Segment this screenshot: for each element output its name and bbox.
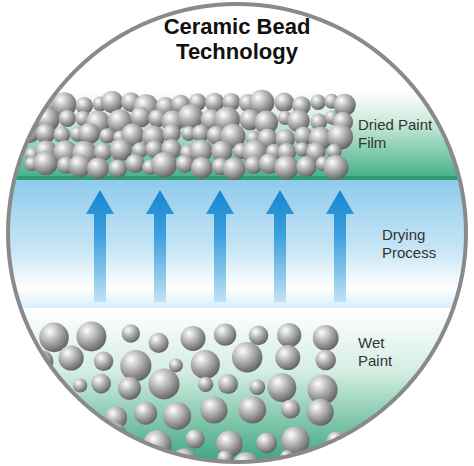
drying-band: Drying Process [0, 180, 474, 308]
drying-arrow [266, 190, 294, 302]
drying-arrow [86, 190, 114, 302]
ceramic-bead [176, 155, 194, 173]
ceramic-bead [327, 452, 341, 466]
ceramic-bead [218, 374, 238, 394]
ceramic-bead [268, 373, 297, 402]
drying-arrow [326, 190, 354, 302]
ceramic-bead [120, 350, 151, 381]
ceramic-bead [149, 333, 169, 353]
ceramic-bead [79, 123, 100, 144]
ceramic-bead [109, 159, 128, 178]
ceramic-bead [181, 326, 206, 351]
dried-film-band: Dried Paint Film [0, 90, 474, 178]
ceramic-bead [73, 378, 87, 392]
ceramic-bead [232, 342, 262, 372]
ceramic-bead [118, 377, 141, 400]
ceramic-bead [122, 324, 140, 342]
ceramic-bead [59, 110, 76, 127]
ceramic-bead [313, 325, 339, 351]
ceramic-bead [32, 430, 54, 452]
drying-arrow [206, 190, 234, 302]
band-label-holder: Dried Paint Film [358, 116, 438, 152]
ceramic-bead [91, 374, 111, 394]
ceramic-bead [76, 321, 106, 351]
ceramic-bead [126, 154, 145, 173]
wet-paint-band: Wet Paint [0, 308, 474, 466]
ceramic-bead [274, 93, 294, 113]
ceramic-bead [324, 155, 349, 180]
ceramic-bead [281, 399, 300, 418]
ceramic-bead [40, 400, 62, 422]
ceramic-bead [256, 432, 277, 453]
ceramic-bead [249, 379, 265, 395]
ceramic-bead [239, 396, 267, 424]
ceramic-bead [23, 91, 44, 112]
ceramic-bead [149, 368, 180, 399]
ceramic-bead [315, 350, 336, 371]
ceramic-bead [223, 158, 246, 181]
ceramic-bead [99, 128, 114, 143]
ceramic-bead [57, 425, 85, 453]
band-label: Dried Paint Film [358, 116, 438, 152]
ceramic-bead [134, 402, 157, 425]
ceramic-bead [59, 345, 84, 370]
ceramic-bead [62, 448, 80, 466]
ceramic-bead [163, 402, 191, 430]
ceramic-bead [214, 323, 236, 345]
band-label: Drying Process [382, 226, 452, 262]
ceramic-bead [274, 156, 298, 180]
ceramic-bead [92, 447, 117, 466]
drying-arrow [146, 190, 174, 302]
ceramic-bead [299, 457, 318, 466]
ceramic-bead [310, 95, 326, 111]
ceramic-bead [94, 352, 113, 371]
ceramic-bead [124, 444, 155, 466]
band-label-holder: Drying Process [382, 226, 452, 262]
ceramic-bead [296, 157, 316, 177]
ceramic-bead [307, 399, 334, 426]
ceramic-bead [43, 382, 60, 399]
ceramic-bead [200, 396, 227, 423]
band-label: Wet Paint [358, 334, 418, 370]
ceramic-bead [36, 123, 56, 143]
ceramic-bead [198, 377, 213, 392]
ceramic-bead [34, 151, 58, 175]
diagram-title: Ceramic Bead Technology [152, 14, 322, 65]
ceramic-bead [185, 429, 204, 448]
ceramic-bead [191, 157, 212, 178]
band-label-holder: Wet Paint [358, 334, 418, 370]
ceramic-bead [191, 350, 220, 379]
ceramic-bead [151, 152, 177, 178]
ceramic-bead [277, 323, 301, 347]
ceramic-bead [87, 158, 109, 180]
ceramic-bead [192, 124, 210, 142]
ceramic-bead [29, 448, 50, 466]
ceramic-bead [275, 345, 300, 370]
ceramic-bead [249, 326, 269, 346]
